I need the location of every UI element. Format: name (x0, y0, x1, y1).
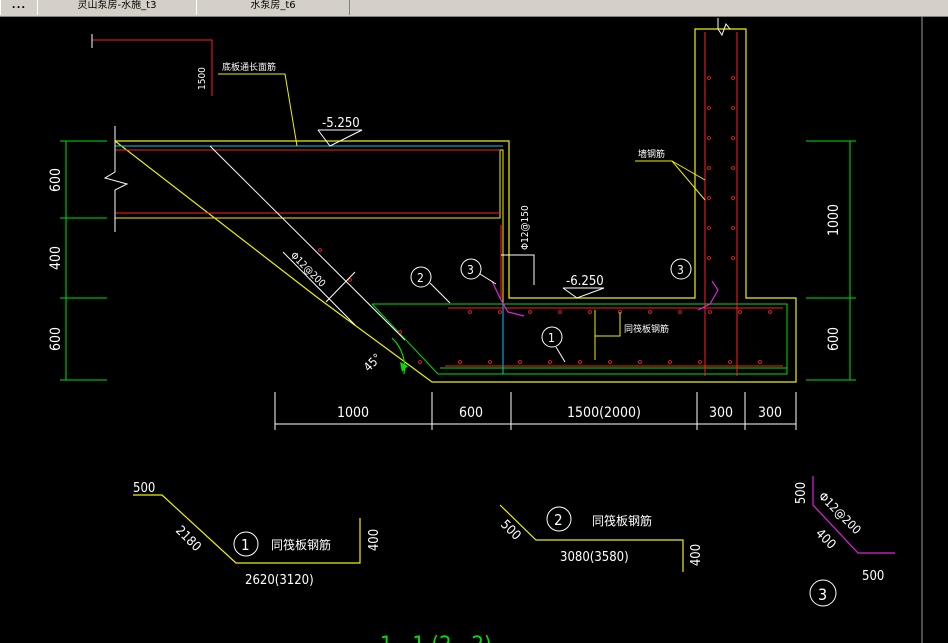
marker-1-text: 1 (548, 331, 555, 345)
note-top-dim: 1500 (197, 67, 208, 90)
bar1-dim-bottom: 2620(3120) (245, 573, 314, 588)
elev-bottom-symbol (562, 287, 605, 299)
break-line (103, 126, 129, 232)
right-dim-2: 600 (826, 327, 842, 351)
bar1-dim-top: 500 (133, 481, 155, 496)
detail-bar-2: 2 同筏板钢筋 500 3080(3580) 400 (497, 504, 704, 572)
left-dim-2: 400 (48, 246, 64, 270)
note-wall-bar: 墙钢筋 (638, 148, 665, 160)
tab-drawing-1[interactable]: 灵山泵房-水施_t3 (37, 0, 197, 15)
tab-bar: ... 灵山泵房-水施_t3 水泵房_t6 (0, 0, 948, 17)
hook-left (491, 280, 525, 317)
elev-bottom-label: -6.250 (566, 274, 604, 289)
bar1-dim-slope: 2180 (172, 523, 204, 555)
slope-leader2 (325, 271, 356, 303)
detail-bar-1: 1 同筏板钢筋 500 2180 2620(3120) 400 (133, 481, 382, 588)
section-title-partial: 1—1 (2—2) (380, 633, 492, 643)
wall-bar-leader2 (671, 160, 706, 181)
bottom-dim-4: 300 (709, 405, 733, 421)
cad-canvas[interactable]: -5.250 -6.250 2 3 3 1 底板通长面筋 墙钢筋 同筏板钢筋 4… (0, 16, 948, 643)
bar1-marker-circle (233, 531, 259, 557)
bar2-label: 同筏板钢筋 (592, 513, 652, 528)
hook-right (697, 280, 719, 311)
angle-arc (391, 337, 406, 375)
bar1-shape (133, 494, 361, 564)
bottom-dim-1: 1000 (337, 405, 369, 421)
right-dimensions (806, 140, 856, 381)
bar3-dim-slope: 400 (812, 526, 838, 552)
right-dim-1: 1000 (826, 204, 842, 236)
left-dimensions (60, 140, 107, 381)
slope-line (209, 145, 406, 341)
marker-2-circle (410, 266, 432, 288)
bottom-dim-5: 300 (758, 405, 782, 421)
left-dim-3: 600 (48, 327, 64, 351)
bar2-dim-bottom: 3080(3580) (560, 550, 629, 565)
bottom-dim-2: 600 (459, 405, 483, 421)
tab-drawing-2[interactable]: 水泵房_t6 (196, 0, 350, 15)
marker-1-circle (541, 326, 563, 348)
wall-break (717, 18, 731, 37)
raft-green-outline (371, 303, 788, 375)
slope-leader (282, 251, 356, 326)
bar2-dim-right: 400 (689, 544, 704, 566)
stirrup-leader (501, 254, 535, 285)
note-top-bar: 底板通长面筋 (222, 61, 276, 73)
detail-bar-3: 3 Φ12@200 500 400 500 (794, 476, 895, 607)
angle-arrow (400, 362, 408, 372)
angle-label: 45° (361, 351, 384, 374)
bar3-shape (812, 476, 895, 554)
marker-3a-leader (479, 273, 497, 285)
bottom-dimensions (274, 392, 797, 430)
bar2-marker: 2 (554, 511, 563, 529)
rebar-dots (318, 76, 772, 364)
elev-top-label: -5.250 (322, 116, 360, 131)
bottom-dim-3: 1500(2000) (567, 405, 641, 421)
bar3-dim-top: 500 (794, 482, 809, 504)
bar3-marker-circle (809, 579, 837, 607)
bar2-marker-circle (546, 506, 572, 532)
marker-3b-text: 3 (677, 263, 684, 277)
note-stirrup: Φ12@150 (520, 205, 531, 250)
bar1-dim-right: 400 (367, 529, 382, 551)
marker-2-leader (429, 282, 451, 304)
elev-top-symbol (317, 129, 363, 147)
marker-3a-text: 3 (467, 263, 474, 277)
marker-3b-circle (670, 258, 692, 280)
section-drawing: -5.250 -6.250 2 3 3 1 底板通长面筋 墙钢筋 同筏板钢筋 4… (48, 18, 856, 430)
slab-outline-inner (115, 149, 701, 305)
top-bar-leader (218, 73, 298, 147)
marker-2-text: 2 (417, 271, 424, 285)
bar3-marker: 3 (818, 585, 827, 604)
marker-1-leader (555, 346, 566, 363)
note-slab-bar: 同筏板钢筋 (624, 323, 669, 335)
bar2-shape (499, 504, 684, 572)
bar1-marker: 1 (241, 536, 250, 554)
left-dim-1: 600 (48, 168, 64, 192)
marker-3a-circle (460, 258, 482, 280)
bar2-dim-slope: 500 (497, 517, 523, 543)
bar1-label: 同筏板钢筋 (271, 537, 331, 552)
red-top-marker (92, 39, 213, 96)
slab-bar-leader (595, 312, 621, 337)
bar3-dim-bottom: 500 (862, 569, 884, 584)
concrete-outline (114, 28, 797, 383)
tab-menu-button[interactable]: ... (0, 0, 38, 15)
